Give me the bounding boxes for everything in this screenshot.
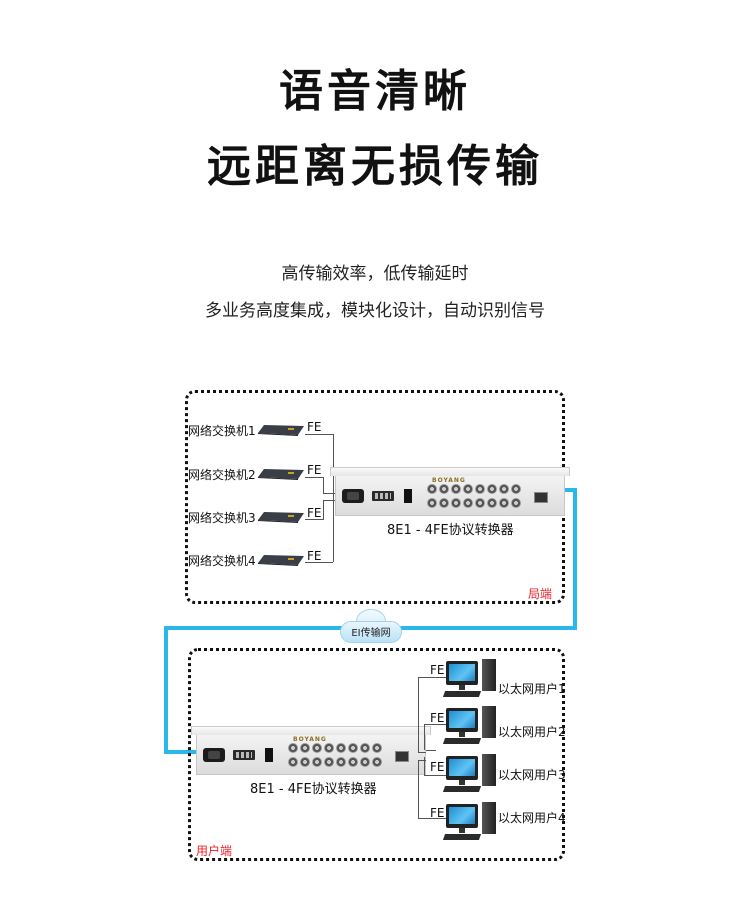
- device-caption-user: 8E1 - 4FE协议转换器: [250, 782, 377, 797]
- computer-icon: [442, 802, 502, 844]
- user-side-label: 用户端: [196, 844, 233, 858]
- fe-port-label: FE: [430, 806, 445, 820]
- wire: [424, 724, 425, 750]
- network-switch-icon: [258, 555, 304, 566]
- brand-logo: BOYANG: [293, 736, 327, 743]
- headline-long-distance: 远距离无损传输: [207, 141, 543, 192]
- wire: [418, 760, 426, 761]
- switch-label-4: 网络交换机4: [188, 554, 256, 568]
- user-label-1: 以太网用户1: [498, 682, 566, 696]
- network-switch-icon: [258, 469, 304, 480]
- network-label: EI传输网: [351, 628, 391, 639]
- wire: [426, 750, 436, 751]
- ethernet-port-icon: [395, 751, 409, 762]
- e1-link-left-vertical: [164, 626, 168, 754]
- power-switch-icon: [265, 748, 273, 762]
- user-label-3: 以太网用户3: [498, 768, 566, 782]
- power-socket-icon: [342, 489, 364, 503]
- fe-port-label: FE: [307, 549, 322, 563]
- subtitle-efficiency: 高传输效率，低传输延时: [281, 264, 469, 284]
- protocol-converter-central: BOYANG: [330, 467, 570, 516]
- wire: [418, 677, 419, 752]
- network-switch-icon: [258, 512, 304, 523]
- computer-icon: [442, 754, 502, 796]
- protocol-converter-user: BOYANG: [191, 726, 431, 775]
- wire: [418, 818, 448, 819]
- device-caption-central: 8E1 - 4FE协议转换器: [387, 523, 514, 538]
- wire: [418, 677, 448, 678]
- terminal-block-icon: [233, 750, 255, 760]
- network-switch-icon: [258, 425, 304, 436]
- user-side-zone: [188, 648, 565, 861]
- e1-network-cloud: EI传输网: [340, 607, 402, 645]
- power-switch-icon: [404, 489, 412, 503]
- fe-port-label: FE: [430, 760, 445, 774]
- switch-label-3: 网络交换机3: [188, 511, 256, 525]
- fe-port-label: FE: [307, 463, 322, 477]
- central-office-label: 局端: [528, 587, 553, 601]
- wire: [323, 477, 324, 493]
- wire: [305, 477, 324, 478]
- fe-port-label: FE: [307, 420, 322, 434]
- wire: [323, 493, 339, 494]
- switch-label-1: 网络交换机1: [188, 424, 256, 438]
- computer-icon: [442, 706, 502, 748]
- e1-link-right-stub: [565, 488, 577, 492]
- user-label-2: 以太网用户2: [498, 725, 566, 739]
- computer-icon: [442, 659, 502, 701]
- headline-voice-clarity: 语音清晰: [279, 66, 471, 117]
- wire: [418, 760, 419, 818]
- e1-link-left-stub: [164, 750, 198, 754]
- user-label-4: 以太网用户4: [498, 811, 566, 825]
- terminal-block-icon: [372, 491, 394, 501]
- wire: [424, 757, 425, 775]
- wire: [418, 752, 426, 753]
- wire: [305, 519, 324, 520]
- switch-label-2: 网络交换机2: [188, 468, 256, 482]
- wire: [424, 724, 448, 725]
- brand-logo: BOYANG: [432, 477, 466, 484]
- wire: [323, 500, 339, 501]
- wire: [305, 562, 333, 563]
- wire: [333, 434, 334, 562]
- wire: [424, 775, 448, 776]
- ethernet-port-icon: [534, 492, 548, 503]
- wire: [305, 434, 333, 435]
- fe-port-label: FE: [430, 711, 445, 725]
- fe-port-label: FE: [430, 663, 445, 677]
- e1-bnc-ports: [287, 741, 383, 769]
- subtitle-integration: 多业务高度集成，模块化设计，自动识别信号: [205, 301, 545, 321]
- e1-bnc-ports: [426, 482, 522, 510]
- e1-link-right-vertical: [573, 488, 577, 630]
- wire: [323, 500, 324, 519]
- power-socket-icon: [203, 748, 225, 762]
- fe-port-label: FE: [307, 506, 322, 520]
